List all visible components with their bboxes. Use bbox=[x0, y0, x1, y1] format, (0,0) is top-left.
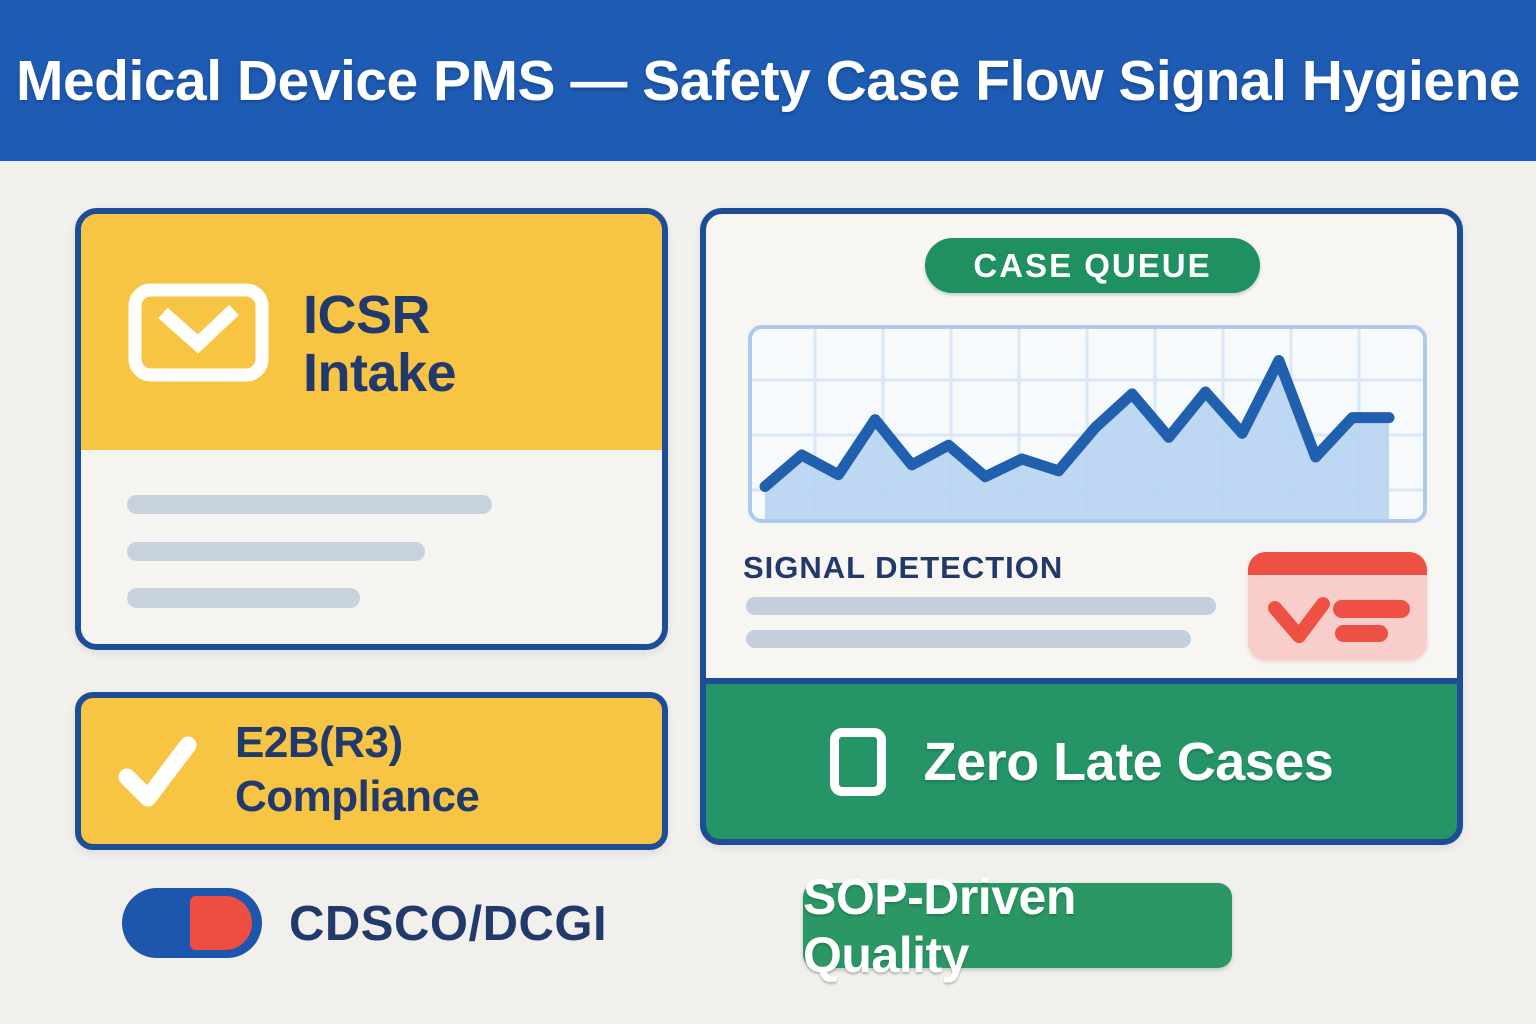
case-queue-badge-label: CASE QUEUE bbox=[973, 246, 1212, 284]
icsr-title-line2: Intake bbox=[303, 343, 457, 404]
chart-line bbox=[759, 355, 1395, 492]
case-queue-card: CASE QUEUE SIGNAL DETECTION bbox=[700, 208, 1463, 845]
alert-list-bar bbox=[1333, 600, 1410, 618]
zero-late-cases-banner: Zero Late Cases bbox=[700, 678, 1463, 845]
page-title: Medical Device PMS — Safety Case Flow Si… bbox=[15, 48, 1521, 113]
placeholder-text-bar bbox=[746, 597, 1216, 615]
area-chart bbox=[752, 329, 1423, 519]
envelope-down-icon bbox=[128, 283, 269, 382]
icsr-title-line1: ICSR bbox=[303, 285, 431, 345]
alert-icon-header bbox=[1248, 552, 1427, 575]
alert-list-bar bbox=[1335, 625, 1388, 642]
checkbox-icon bbox=[829, 727, 886, 796]
sop-quality-badge: SOP-Driven Quality bbox=[803, 869, 1232, 983]
case-queue-chart bbox=[748, 325, 1427, 523]
pill-icon bbox=[122, 888, 262, 958]
regulator-label: CDSCO/DCGI bbox=[289, 897, 608, 951]
placeholder-text-bar bbox=[127, 588, 360, 608]
alert-list-icon bbox=[1248, 552, 1427, 660]
zero-late-cases-label: Zero Late Cases bbox=[923, 731, 1334, 792]
signal-detection-title: SIGNAL DETECTION bbox=[743, 550, 1064, 585]
placeholder-text-bar bbox=[746, 630, 1191, 648]
icsr-intake-card: ICSR Intake bbox=[75, 208, 668, 650]
e2b-card-title: E2B(R3) Compliance bbox=[235, 716, 480, 823]
placeholder-text-bar bbox=[127, 495, 492, 514]
sop-quality-label: SOP-Driven Quality bbox=[803, 868, 1076, 983]
header-banner: Medical Device PMS — Safety Case Flow Si… bbox=[0, 0, 1536, 163]
pill-icon-red-half bbox=[190, 896, 252, 950]
case-queue-badge: CASE QUEUE bbox=[925, 238, 1260, 293]
icsr-card-title: ICSR Intake bbox=[303, 285, 457, 404]
e2b-compliance-card: E2B(R3) Compliance bbox=[75, 692, 668, 850]
placeholder-text-bar bbox=[127, 542, 425, 561]
chart-area-fill bbox=[765, 360, 1389, 519]
alert-chevron-icon bbox=[1268, 597, 1330, 643]
check-icon bbox=[118, 736, 197, 807]
e2b-title-line1: E2B(R3) bbox=[235, 718, 403, 767]
e2b-title-line2: Compliance bbox=[235, 771, 480, 821]
